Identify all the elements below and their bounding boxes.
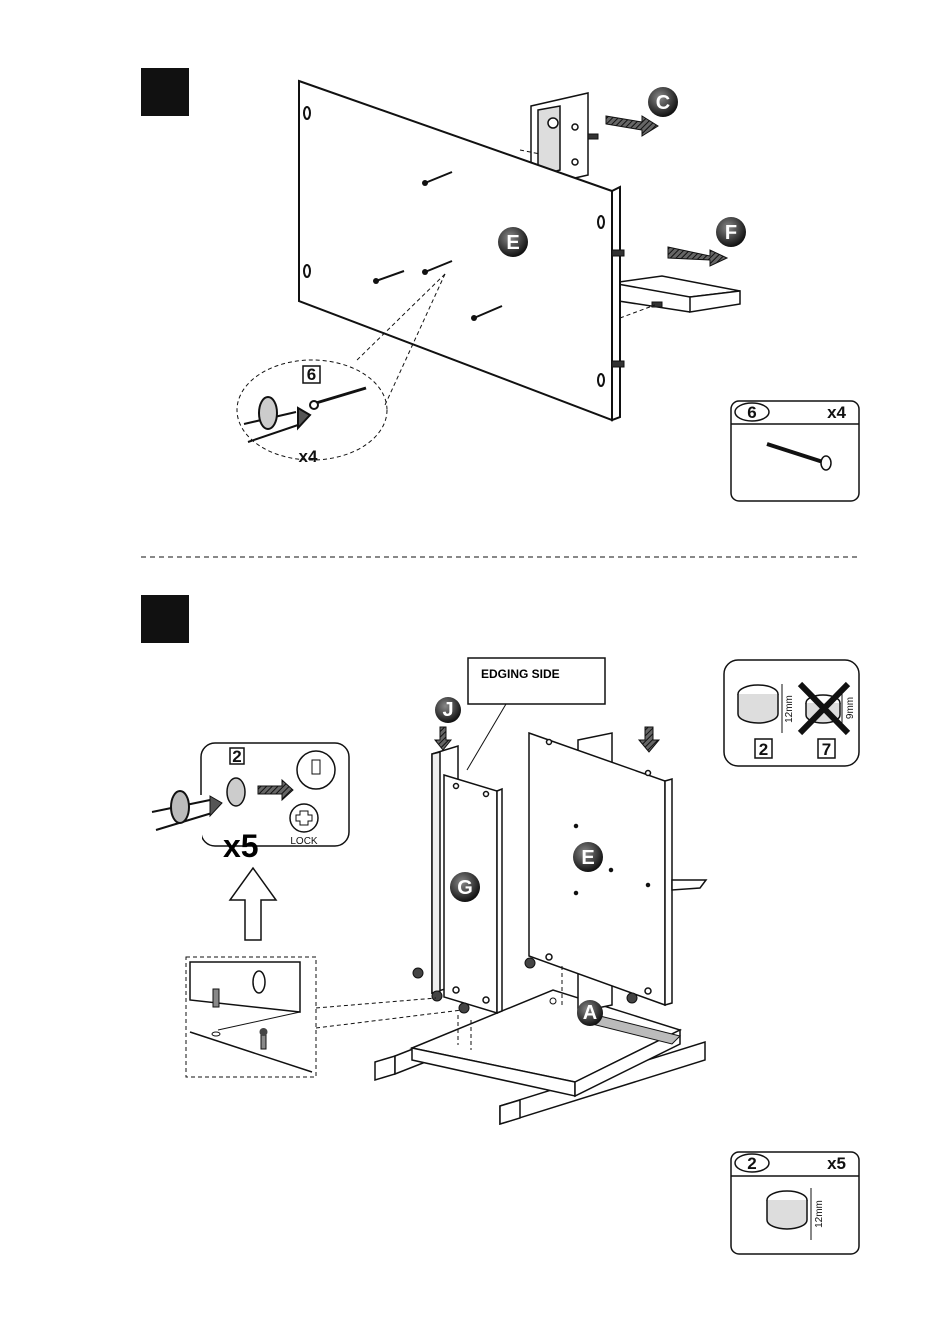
compare-wrong-size: 9mm <box>845 697 856 719</box>
arrow-c <box>606 116 658 136</box>
step-1-marker <box>141 68 189 116</box>
callout-g: G <box>450 872 480 902</box>
detail-quantity: x4 <box>299 447 318 466</box>
lock-label: LOCK <box>290 836 318 847</box>
up-arrow <box>230 868 276 940</box>
callout-e2-label: E <box>581 847 594 869</box>
hardware-box-step1-part: 6 <box>747 403 756 422</box>
hardware-box-step2-part: 2 <box>747 1154 756 1173</box>
callout-e: E <box>498 227 528 257</box>
shelf-panel <box>612 276 740 312</box>
hardware-box-step1: 6 x4 <box>731 401 859 501</box>
compare-correct-size: 12mm <box>784 695 795 723</box>
base-frame <box>375 990 705 1124</box>
callout-j: J <box>435 697 461 723</box>
callout-e2: E <box>573 842 603 872</box>
callout-j-label: J <box>442 699 453 721</box>
callout-c: C <box>648 87 678 117</box>
arrow-down-j <box>435 727 451 750</box>
callout-g-label: G <box>457 877 473 899</box>
callout-c-label: C <box>656 92 670 114</box>
detail-part-number: 6 <box>307 365 316 384</box>
compare-wrong-part: 7 <box>822 740 831 759</box>
callout-f: F <box>716 217 746 247</box>
callout-a-label: A <box>583 1002 597 1024</box>
hardware-box-step1-qty: x4 <box>827 403 846 422</box>
cam-detail-quantity: x5 <box>223 828 259 864</box>
screwdriver-detail <box>244 388 366 442</box>
cam-detail-part-number: 2 <box>232 747 241 766</box>
hardware-box-step2-qty: x5 <box>827 1154 846 1173</box>
arrow-down-e <box>639 727 659 752</box>
edging-side-label: EDGING SIDE <box>481 667 560 681</box>
callout-f-label: F <box>725 222 737 244</box>
panel-e-upright <box>529 733 706 1012</box>
step-2-marker <box>141 595 189 643</box>
hardware-box-step2-size: 12mm <box>814 1200 825 1228</box>
arrow-f <box>668 247 727 266</box>
callout-e-label: E <box>506 232 519 254</box>
zoom-inset <box>186 957 316 1077</box>
callout-a: A <box>577 1000 603 1026</box>
compare-correct-part: 2 <box>759 740 768 759</box>
